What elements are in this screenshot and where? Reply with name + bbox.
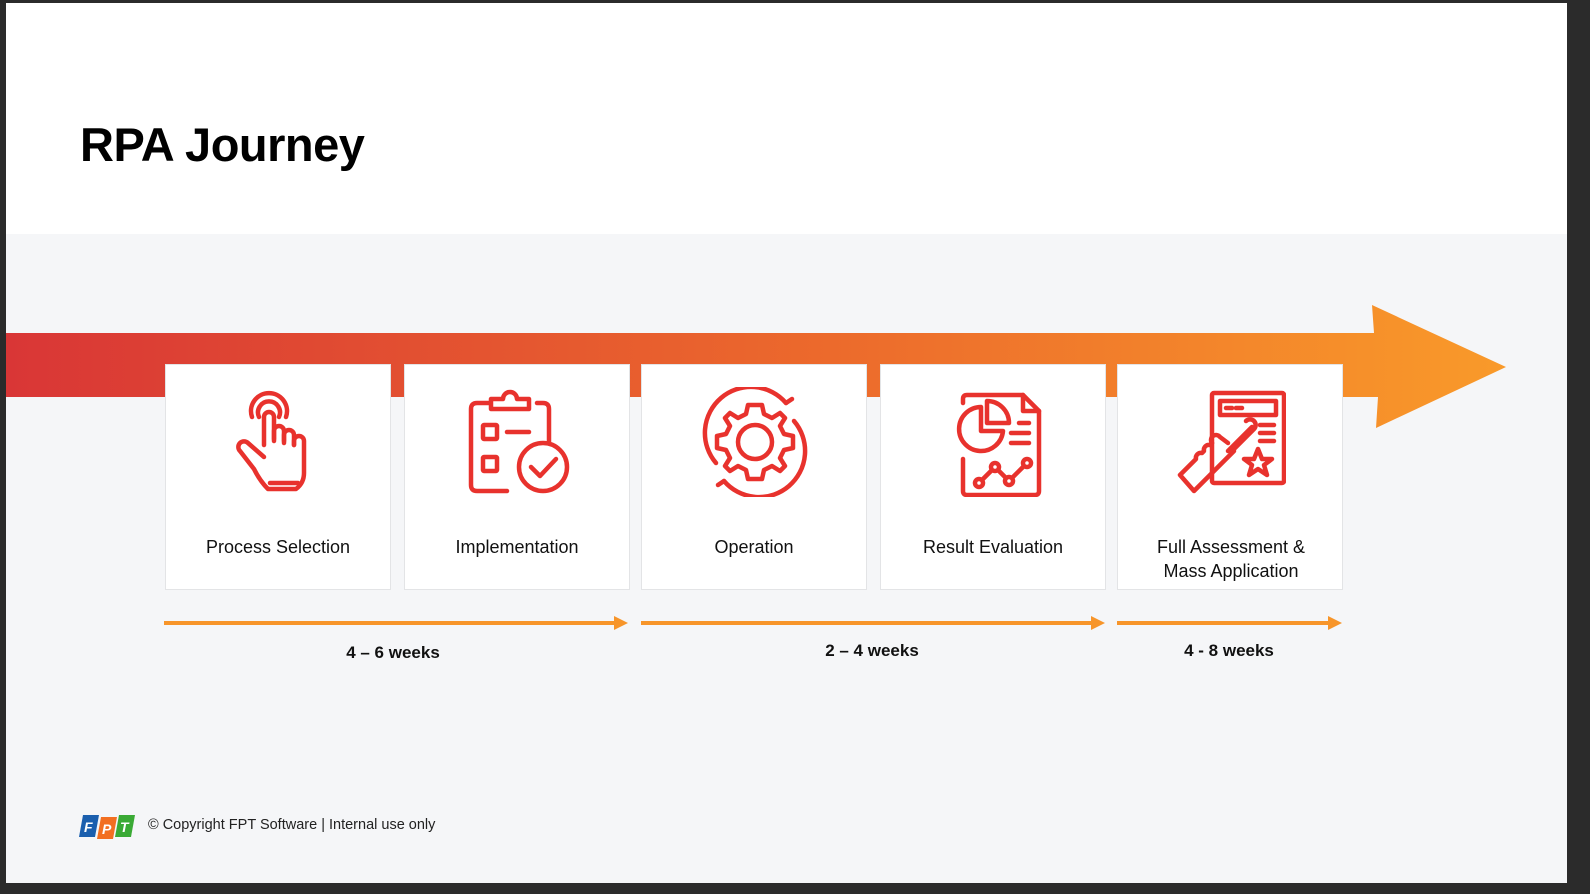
slide: RPA Journey <box>6 3 1567 883</box>
step-label: Operation <box>714 537 794 557</box>
timeline-arrow-3 <box>1117 616 1342 630</box>
report-chart-icon <box>956 392 1042 497</box>
step-card-result-evaluation: Result Evaluation <box>880 364 1106 590</box>
hand-touch-icon <box>236 390 307 492</box>
step-label: Process Selection <box>205 537 351 557</box>
duration-label-2: 2 – 4 weeks <box>825 641 919 660</box>
step-card-implementation: Implementation <box>404 364 630 590</box>
svg-text:T: T <box>120 819 130 835</box>
timeline-arrow-1 <box>164 616 628 630</box>
svg-text:P: P <box>102 821 112 837</box>
duration-label-3: 4 - 8 weeks <box>1184 641 1274 660</box>
svg-text:F: F <box>84 819 93 835</box>
step-label: Implementation <box>455 537 579 557</box>
step-label: Full Assessment & Mass Application <box>1156 537 1306 581</box>
slide-header <box>6 3 1567 234</box>
copyright-text: © Copyright FPT Software | Internal use … <box>148 817 436 833</box>
gear-cycle-icon <box>702 387 808 497</box>
step-card-full-assessment: Full Assessment & Mass Application <box>1117 364 1343 590</box>
step-card-operation: Operation <box>641 364 867 590</box>
clipboard-check-icon <box>468 389 570 494</box>
step-label: Result Evaluation <box>922 537 1064 557</box>
page-title: RPA Journey <box>80 118 365 171</box>
step-card-process-selection: Process Selection <box>165 364 391 590</box>
fpt-logo: F P T <box>79 815 135 839</box>
timeline-arrow-2 <box>641 616 1105 630</box>
duration-label-1: 4 – 6 weeks <box>346 643 440 662</box>
browser-pointer-icon <box>1177 390 1286 494</box>
